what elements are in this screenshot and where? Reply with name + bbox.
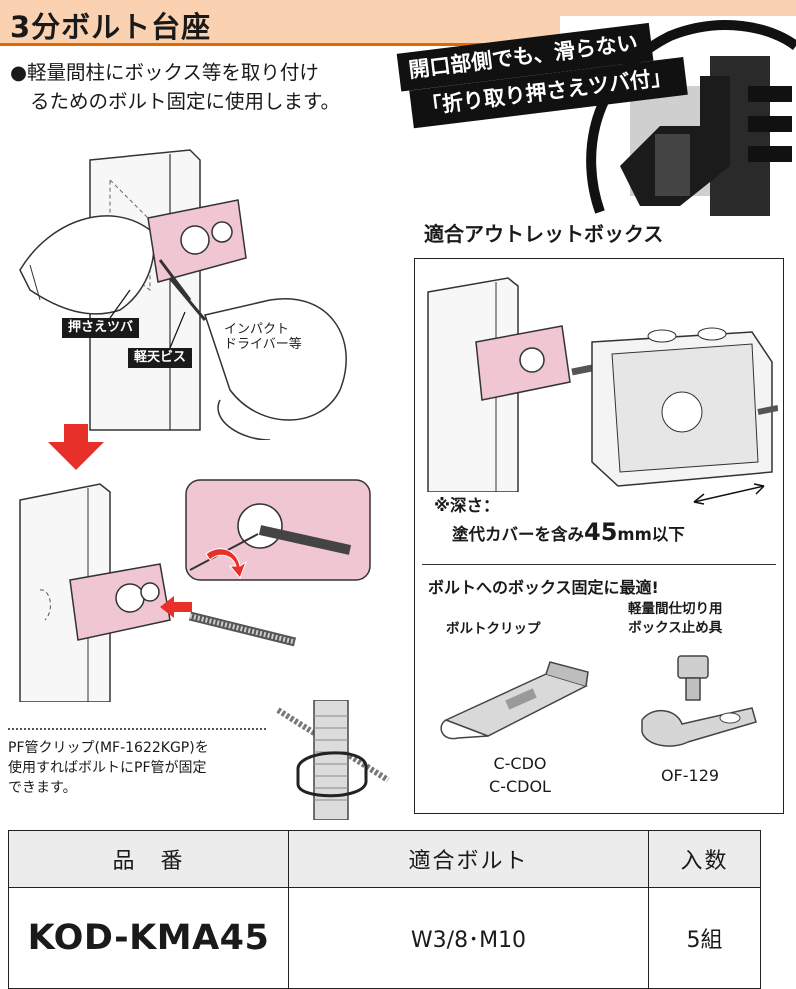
depth-note: ※深さ： 塗代カバーを含み45mm以下 — [434, 492, 685, 548]
insert-arrow-icon — [160, 596, 192, 618]
depth-note-line-2: 塗代カバーを含み45mm以下 — [452, 518, 685, 546]
bolt-clip-illustration — [440, 661, 589, 740]
pf-note-rule — [8, 728, 266, 730]
panel-divider — [422, 564, 776, 565]
box-stopper-illustration — [641, 655, 757, 747]
driver-label: インパクト ドライバー等 — [224, 322, 302, 352]
accessories-title: ボルトへのボックス固定に最適! — [428, 578, 659, 597]
flange-label: 押さえツバ — [62, 318, 140, 338]
cell-model: KOD-KMA45 — [8, 887, 289, 989]
table-row: KOD-KMA45 W3/8･M10 5組 — [8, 887, 761, 989]
down-arrow-icon — [48, 424, 104, 470]
header-bolt: 適合ボルト — [288, 830, 649, 888]
compatible-box-title: 適合アウトレットボックス — [424, 222, 664, 246]
header-model: 品 番 — [8, 830, 289, 888]
installation-illustration — [19, 149, 347, 440]
intro-line-1: ●軽量間柱にボックス等を取り付け — [10, 61, 319, 84]
bolt-insertion-illustration — [19, 479, 371, 702]
pf-pipe-clip-illustration — [276, 700, 390, 820]
page-title: 3分ボルト台座 — [10, 10, 212, 44]
outlet-box-illustration — [427, 277, 778, 492]
stopper-code: OF-129 — [660, 766, 720, 785]
depth-dimension-icon — [693, 483, 765, 505]
stopper-label: 軽量間仕切り用 ボックス止め具 — [628, 601, 723, 636]
spec-table-header: 品 番 適合ボルト 入数 — [8, 830, 761, 888]
bolt-clip-codes: C-CDO C-CDOL — [489, 754, 551, 796]
spec-table: 品 番 適合ボルト 入数 KOD-KMA45 W3/8･M10 5組 — [8, 830, 761, 989]
screw-label: 軽天ビス — [128, 348, 193, 368]
depth-note-line-1: ※深さ： — [434, 496, 500, 515]
intro-text: ●軽量間柱にボックス等を取り付け るためのボルト固定に使用します。 — [10, 58, 340, 116]
pf-note: PF管クリップ(MF-1622KGP)を 使用すればボルトにPF管が固定 できま… — [8, 740, 209, 796]
rotate-arrow-icon — [205, 548, 248, 579]
intro-line-2: るためのボルト固定に使用します。 — [30, 90, 341, 113]
flange-closeup-illustration — [560, 16, 796, 216]
cell-bolt: W3/8･M10 — [288, 887, 649, 989]
bolt-clip-label: ボルトクリップ — [446, 621, 541, 637]
cell-quantity: 5組 — [648, 887, 761, 989]
header-quantity: 入数 — [648, 830, 761, 888]
depth-value: 45 — [584, 518, 618, 546]
